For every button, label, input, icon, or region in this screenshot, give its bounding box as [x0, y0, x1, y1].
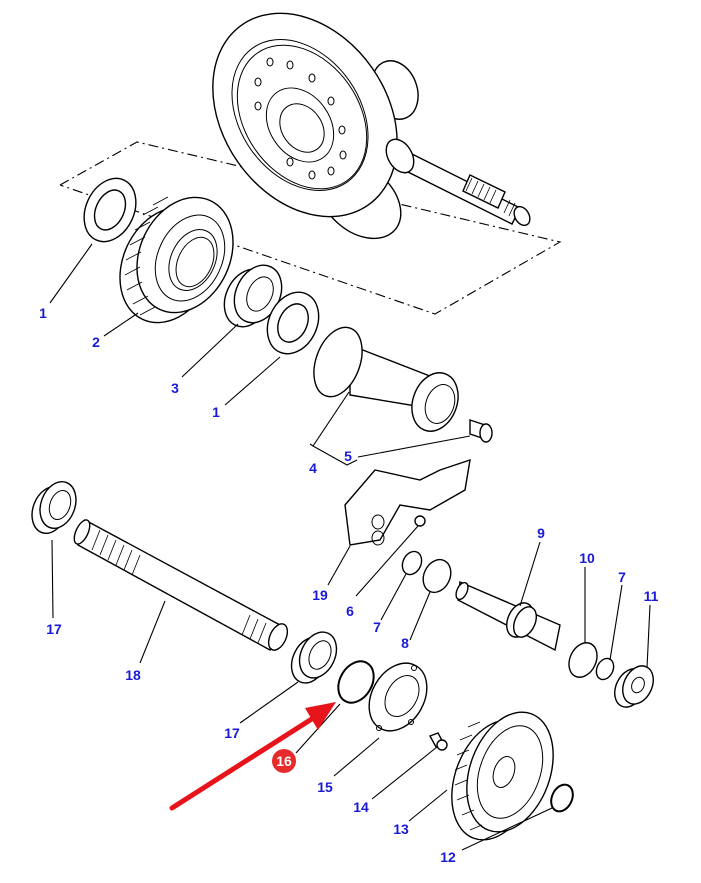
callout-9[interactable]: 9: [537, 525, 545, 541]
bearing-17-left: [31, 481, 77, 534]
assembly-boundary: [59, 141, 562, 315]
bushing-5: [469, 419, 493, 443]
o-ring-8: [422, 558, 452, 594]
callout-1-lower[interactable]: 1: [212, 404, 220, 420]
washer-1-lower: [266, 291, 320, 355]
callout-8[interactable]: 8: [401, 635, 409, 651]
bearing-3: [223, 264, 283, 328]
o-ring-7-left: [401, 550, 423, 576]
bearing-17-right: [290, 631, 338, 684]
callout-17-right[interactable]: 17: [224, 725, 240, 741]
callout-14[interactable]: 14: [353, 799, 369, 815]
callout-16-highlighted[interactable]: 16: [272, 749, 296, 773]
callout-3[interactable]: 3: [171, 380, 179, 396]
o-ring-10: [568, 642, 598, 678]
callout-7-left[interactable]: 7: [373, 619, 381, 635]
callout-18[interactable]: 18: [125, 667, 141, 683]
gear-2: [119, 196, 234, 324]
callout-12[interactable]: 12: [440, 849, 456, 865]
callout-16-label: 16: [276, 753, 292, 769]
piston-shaft-9: [455, 580, 561, 652]
cap-11: [614, 665, 654, 708]
washer-1-upper: [83, 177, 137, 243]
callout-5[interactable]: 5: [344, 448, 352, 464]
retainer-plate-15: [368, 662, 428, 732]
callout-7-right[interactable]: 7: [618, 569, 626, 585]
callout-13[interactable]: 13: [393, 821, 409, 837]
callout-17-left[interactable]: 17: [46, 621, 62, 637]
callout-1-upper[interactable]: 1: [39, 305, 47, 321]
highlight-arrow: [169, 702, 336, 811]
callout-15[interactable]: 15: [317, 779, 333, 795]
clutch-housing: [212, 12, 531, 240]
plug-6: [414, 515, 426, 527]
snap-ring-12: [550, 783, 574, 813]
circlip-16: [337, 660, 375, 704]
callout-11[interactable]: 11: [644, 588, 659, 604]
shift-fork-19: [344, 458, 471, 546]
splined-shaft-18: [73, 518, 289, 651]
bolt-14: [428, 732, 448, 751]
gear-shaft-4: [313, 326, 493, 443]
callout-10[interactable]: 10: [579, 550, 595, 566]
callout-2[interactable]: 2: [92, 334, 100, 350]
callout-6[interactable]: 6: [346, 603, 354, 619]
callout-labels: 1 2 3 1 4 5 17 18 19 6 7 8 9 10 7 11 17 …: [39, 305, 659, 865]
callout-19[interactable]: 19: [312, 587, 328, 603]
callout-4[interactable]: 4: [309, 460, 317, 476]
gear-13: [451, 711, 554, 841]
